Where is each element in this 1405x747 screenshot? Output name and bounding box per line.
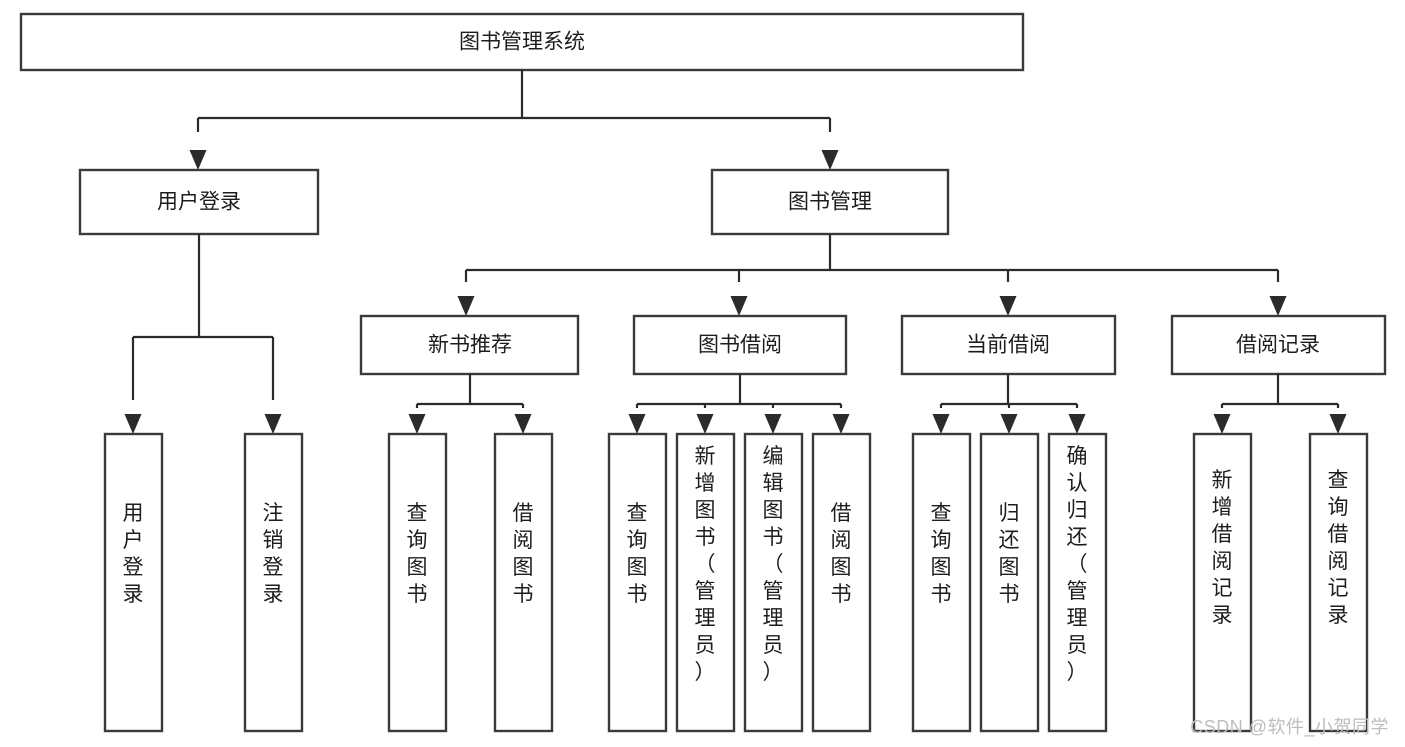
leaf-query-book-2-box[interactable] bbox=[607, 432, 668, 733]
arrow-bm-to-book-borrow bbox=[730, 296, 748, 316]
leaf-user-login-box[interactable] bbox=[103, 432, 164, 733]
node-book-borrow-label: 图书借阅 bbox=[698, 334, 782, 357]
leaf-return-book[interactable]: 归还图书 bbox=[979, 432, 1040, 733]
node-book-borrow[interactable]: 图书借阅 bbox=[632, 314, 848, 376]
leaf-query-book-1-box[interactable] bbox=[387, 432, 448, 733]
leaf-query-book-3[interactable]: 查询图书 bbox=[911, 432, 972, 733]
leaf-borrow-book-1[interactable]: 借阅图书 bbox=[493, 432, 554, 733]
leaf-user-logout[interactable]: 注销登录 bbox=[243, 432, 304, 733]
leaf-borrow-book-1-label: 借阅图书 bbox=[513, 502, 534, 606]
leaf-confirm-return[interactable]: 确认归还（管理员） bbox=[1047, 432, 1108, 733]
arrow-bb-leaf-1 bbox=[628, 414, 646, 434]
leaf-add-record-label: 新增借阅记录 bbox=[1212, 469, 1233, 627]
leaf-query-book-2-label: 查询图书 bbox=[627, 502, 648, 606]
node-current-borrow-box[interactable] bbox=[900, 314, 1117, 376]
leaf-user-logout-label: 注销登录 bbox=[263, 502, 284, 606]
node-user-login-label: 用户登录 bbox=[157, 191, 241, 214]
node-borrow-record-label: 借阅记录 bbox=[1236, 334, 1320, 357]
node-new-book-recommend[interactable]: 新书推荐 bbox=[359, 314, 580, 376]
leaf-query-book-3-box[interactable] bbox=[911, 432, 972, 733]
arrow-br-leaf-1 bbox=[1213, 414, 1231, 434]
leaf-return-book-label: 归还图书 bbox=[999, 502, 1020, 606]
leaf-add-record[interactable]: 新增借阅记录 bbox=[1192, 432, 1253, 733]
leaf-borrow-book-2-label: 借阅图书 bbox=[831, 502, 852, 606]
leaf-borrow-book-2-box[interactable] bbox=[811, 432, 872, 733]
node-new-book-recommend-box[interactable] bbox=[359, 314, 580, 376]
arrow-user-login-leaf-2 bbox=[264, 414, 282, 434]
node-book-manage-box[interactable] bbox=[710, 168, 950, 236]
node-current-borrow[interactable]: 当前借阅 bbox=[900, 314, 1117, 376]
node-book-borrow-box[interactable] bbox=[632, 314, 848, 376]
leaf-query-book-1-label: 查询图书 bbox=[407, 502, 428, 606]
leaf-borrow-book-1-box[interactable] bbox=[493, 432, 554, 733]
leaf-query-book-3-label: 查询图书 bbox=[931, 502, 952, 606]
node-current-borrow-label: 当前借阅 bbox=[966, 334, 1050, 357]
leaf-add-record-box[interactable] bbox=[1192, 432, 1253, 733]
node-borrow-record-box[interactable] bbox=[1170, 314, 1387, 376]
leaf-add-book[interactable]: 新增图书（管理员） bbox=[675, 432, 736, 733]
node-book-manage[interactable]: 图书管理 bbox=[710, 168, 950, 236]
csdn-watermark: CSDN @软件_小贺同学 bbox=[1190, 717, 1389, 737]
leaf-return-book-box[interactable] bbox=[979, 432, 1040, 733]
leaf-query-record[interactable]: 查询借阅记录 bbox=[1308, 432, 1369, 733]
node-root-label: 图书管理系统 bbox=[459, 31, 585, 54]
arrow-cb-leaf-2 bbox=[1000, 414, 1018, 434]
arrow-root-to-book-manage bbox=[821, 150, 839, 170]
leaf-query-book-2[interactable]: 查询图书 bbox=[607, 432, 668, 733]
leaf-query-record-box[interactable] bbox=[1308, 432, 1369, 733]
arrow-br-leaf-2 bbox=[1329, 414, 1347, 434]
arrow-bb-leaf-2 bbox=[696, 414, 714, 434]
arrow-user-login-leaf-1 bbox=[124, 414, 142, 434]
arrow-bm-to-current-borrow bbox=[999, 296, 1017, 316]
node-book-manage-label: 图书管理 bbox=[788, 191, 872, 214]
leaf-confirm-return-box[interactable] bbox=[1047, 432, 1108, 733]
leaf-add-book-label: 新增图书（管理员） bbox=[695, 445, 716, 684]
node-root[interactable]: 图书管理系统 bbox=[19, 12, 1025, 72]
leaf-edit-book-label: 编辑图书（管理员） bbox=[763, 445, 784, 684]
leaf-user-login[interactable]: 用户登录 bbox=[103, 432, 164, 733]
arrow-nbr-leaf-1 bbox=[408, 414, 426, 434]
node-root-box[interactable] bbox=[19, 12, 1025, 72]
leaf-borrow-book-2[interactable]: 借阅图书 bbox=[811, 432, 872, 733]
arrow-root-to-user-login bbox=[189, 150, 207, 170]
leaf-edit-book[interactable]: 编辑图书（管理员） bbox=[743, 432, 804, 733]
node-new-book-recommend-label: 新书推荐 bbox=[428, 334, 512, 357]
arrow-cb-leaf-1 bbox=[932, 414, 950, 434]
arrow-bm-to-new-book-recommend bbox=[457, 296, 475, 316]
leaf-user-logout-box[interactable] bbox=[243, 432, 304, 733]
arrow-bb-leaf-3 bbox=[764, 414, 782, 434]
arrow-bm-to-borrow-record bbox=[1269, 296, 1287, 316]
leaf-add-book-box[interactable] bbox=[675, 432, 736, 733]
arrow-nbr-leaf-2 bbox=[514, 414, 532, 434]
leaf-confirm-return-label: 确认归还（管理员） bbox=[1067, 445, 1088, 684]
node-user-login[interactable]: 用户登录 bbox=[78, 168, 320, 236]
arrow-cb-leaf-3 bbox=[1068, 414, 1086, 434]
leaf-query-book-1[interactable]: 查询图书 bbox=[387, 432, 448, 733]
leaf-user-login-label: 用户登录 bbox=[123, 502, 144, 606]
arrow-bb-leaf-4 bbox=[832, 414, 850, 434]
leaf-edit-book-box[interactable] bbox=[743, 432, 804, 733]
node-borrow-record[interactable]: 借阅记录 bbox=[1170, 314, 1387, 376]
leaf-query-record-label: 查询借阅记录 bbox=[1328, 469, 1349, 627]
